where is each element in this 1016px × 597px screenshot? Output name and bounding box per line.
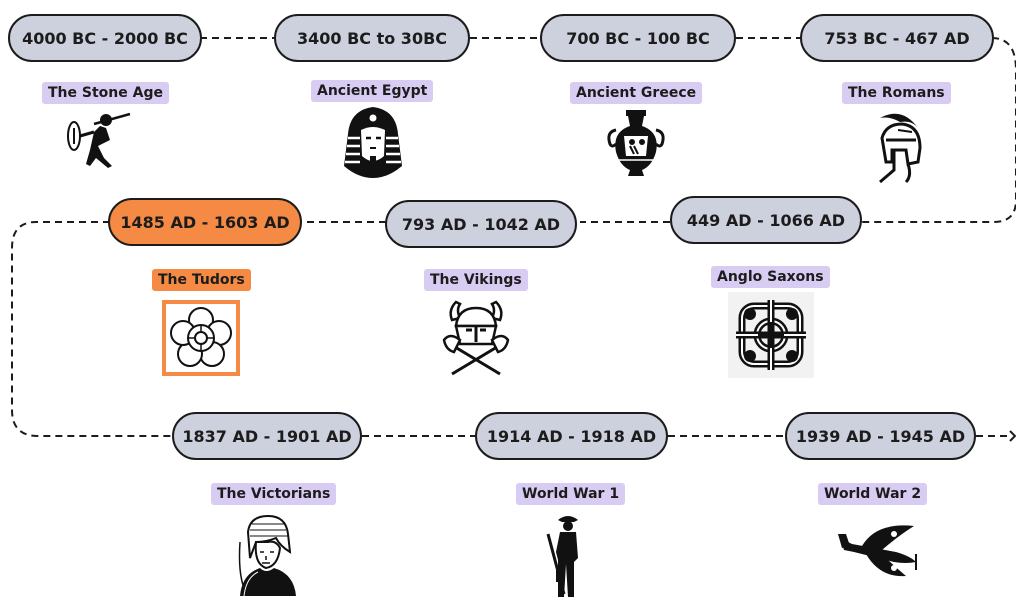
spitfire-plane-icon	[838, 525, 917, 577]
viking-helmet-axes-icon	[442, 300, 510, 376]
label-tudors: The Tudors	[152, 269, 251, 291]
period-pill-anglo-saxons: 449 AD - 1066 AD	[670, 196, 862, 244]
pharaoh-mask-icon	[344, 107, 402, 178]
label-victorians: The Victorians	[211, 483, 337, 505]
soldier-silhouette-icon	[546, 516, 578, 597]
label-ancient-egypt: Ancient Egypt	[311, 80, 434, 102]
period-pill-victorians: 1837 AD - 1901 AD	[172, 412, 362, 460]
tudor-rose-icon	[162, 300, 240, 376]
period-pill-world-war-1: 1914 AD - 1918 AD	[475, 412, 668, 460]
period-pill-world-war-2: 1939 AD - 1945 AD	[785, 412, 976, 460]
period-pill-vikings: 793 AD - 1042 AD	[385, 200, 577, 248]
period-pill-romans: 753 BC - 467 AD	[800, 14, 994, 62]
period-pill-ancient-egypt: 3400 BC to 30BC	[274, 14, 470, 62]
stone-age-hunter-icon	[67, 112, 131, 168]
greek-vase-icon	[607, 110, 665, 176]
roman-helmet-icon	[879, 113, 922, 184]
period-pill-tudors: 1485 AD - 1603 AD	[108, 198, 302, 246]
label-vikings: The Vikings	[424, 269, 528, 291]
period-pill-ancient-greece: 700 BC - 100 BC	[540, 14, 736, 62]
queen-victoria-portrait-icon	[238, 514, 296, 596]
label-world-war-1: World War 1	[516, 483, 626, 505]
label-ancient-greece: Ancient Greece	[570, 82, 703, 104]
label-stone-age: The Stone Age	[42, 82, 169, 104]
label-anglo-saxons: Anglo Saxons	[711, 266, 830, 288]
period-pill-stone-age: 4000 BC - 2000 BC	[8, 14, 202, 62]
celtic-knot-icon	[728, 292, 814, 378]
label-world-war-2: World War 2	[818, 483, 928, 505]
label-romans: The Romans	[842, 82, 951, 104]
